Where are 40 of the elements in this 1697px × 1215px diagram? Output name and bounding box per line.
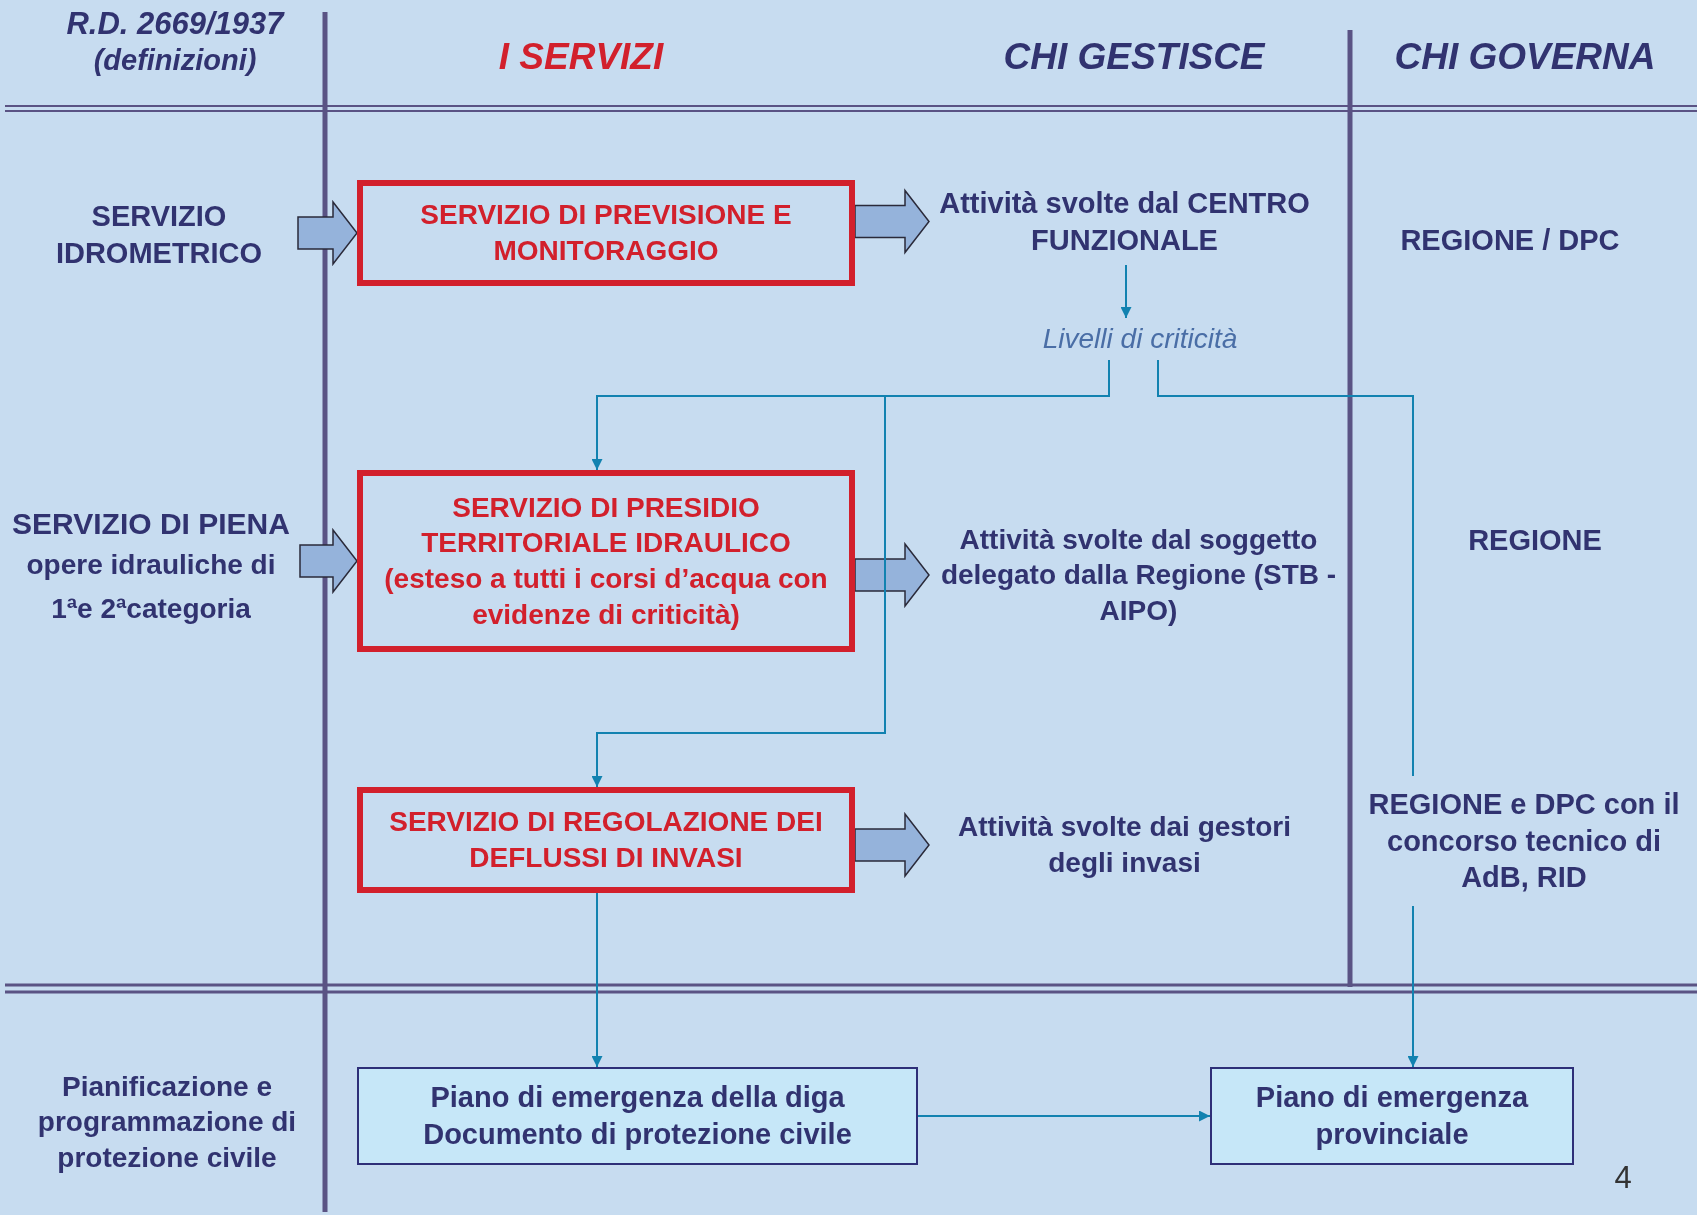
node-label: Attività svolte dal CENTRO FUNZIONALE	[929, 178, 1320, 265]
node-label: REGIONE e DPC con il concorso tecnico di AdB, RID	[1362, 776, 1686, 906]
column-header: CHI GESTISCE	[1002, 36, 1267, 78]
block-arrow	[854, 188, 930, 255]
block-arrow	[297, 199, 358, 267]
connector-line	[1157, 359, 1414, 777]
plan-text: Piano di emergenza della diga	[430, 1080, 845, 1116]
arrow	[591, 359, 1110, 788]
service-box	[357, 180, 855, 286]
service-title: (esteso a tutti i corsi d’acqua con evidenze di criticità)	[383, 562, 829, 632]
service-title: SERVIZIO DI PRESIDIO TERRITORIALE IDRAULICO	[420, 490, 792, 561]
plan-text: Piano di emergenza provinciale	[1254, 1080, 1530, 1152]
plan-box	[357, 1067, 918, 1165]
law-reference: R.D. 2669/1937	[65, 6, 286, 42]
service-box	[357, 470, 855, 652]
service-title: SERVIZIO DI REGOLAZIONE DEI DEFLUSSI DI INVASI	[388, 805, 824, 875]
block-arrow	[299, 527, 358, 595]
node-label: REGIONE / DPC	[1360, 205, 1660, 275]
column-note: (definizioni)	[92, 44, 258, 77]
plan-text: Documento di protezione civile	[423, 1117, 852, 1152]
block-arrow	[854, 541, 930, 609]
arrow	[591, 892, 603, 1068]
node-label: Attività svolte dal soggetto delegato dalla Regione (STB - AIPO)	[929, 512, 1348, 638]
service-title: SERVIZIO DI PREVISIONE E MONITORAGGIO	[419, 198, 793, 268]
page-number: 4	[1613, 1160, 1633, 1196]
node-label: Attività svolte dai gestori degli invasi	[929, 805, 1320, 885]
service-box	[357, 787, 855, 893]
node-label: Pianificazione e programmazione di protezione civile	[8, 1060, 326, 1184]
node-label: REGIONE	[1400, 515, 1670, 565]
arrow	[1407, 905, 1419, 1068]
column-header: CHI GOVERNA	[1393, 36, 1657, 78]
arrow	[1120, 264, 1132, 319]
plan-box	[1210, 1067, 1574, 1165]
node-text: opere idrauliche di 1ªe 2ªcategoria	[25, 548, 277, 626]
criticality-label: Livelli di criticità	[1020, 318, 1260, 360]
column-header: I SERVIZI	[497, 36, 665, 78]
node-label: SERVIZIO IDROMETRICO	[20, 195, 298, 275]
block-arrow	[854, 811, 930, 879]
arrow	[917, 1110, 1211, 1122]
node-heading: SERVIZIO DI PIENA	[12, 506, 290, 543]
